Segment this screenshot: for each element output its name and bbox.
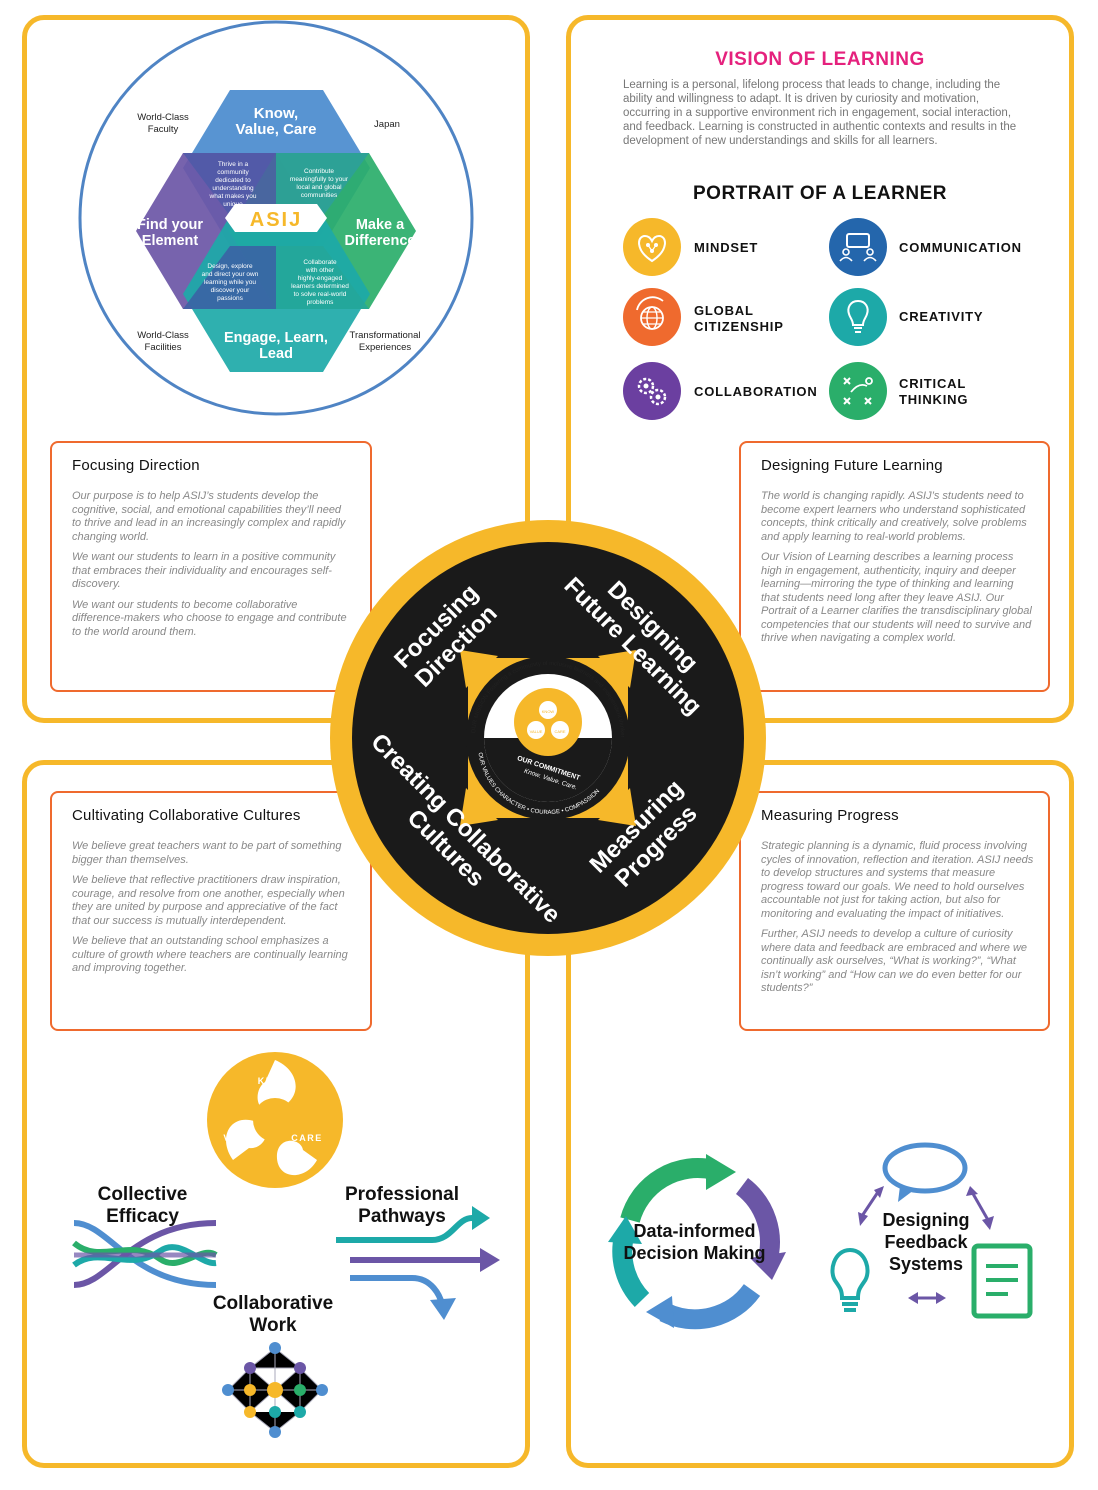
svg-text:World-Class: World-Class <box>137 330 189 341</box>
svg-text:meaningfully to your: meaningfully to your <box>290 176 349 183</box>
svg-text:Thrive in a: Thrive in a <box>218 161 249 168</box>
competency-global-citizenship: GLOBAL CITIZENSHIP <box>694 303 784 334</box>
svg-text:Know,: Know, <box>254 105 298 122</box>
svg-text:Value, Care: Value, Care <box>236 121 317 138</box>
lightbulb-icon <box>829 288 887 346</box>
svg-text:Japan: Japan <box>374 119 400 130</box>
measuring-progress-box: Measuring Progress Strategic planning is… <box>739 791 1050 1031</box>
svg-text:with other: with other <box>305 267 335 274</box>
svg-text:World-Class: World-Class <box>137 112 189 123</box>
svg-text:Faculty: Faculty <box>148 124 179 135</box>
svg-text:learners determined: learners determined <box>291 283 349 290</box>
svg-text:Contribute: Contribute <box>304 168 334 175</box>
svg-text:Engage, Learn,: Engage, Learn, <box>224 330 328 346</box>
svg-text:Find your: Find your <box>137 217 203 233</box>
hex-center-label: ASIJ <box>250 209 302 231</box>
svg-text:community: community <box>217 169 249 176</box>
svg-text:Collaborate: Collaborate <box>303 259 337 266</box>
bl-logo-know: KNOW <box>258 1076 293 1086</box>
competency-communication: COMMUNICATION <box>899 240 1022 255</box>
competency-collaboration: COLLABORATION <box>694 384 818 399</box>
vision-text: Learning is a personal, lifelong process… <box>623 79 1017 147</box>
focusing-direction-title: Focusing Direction <box>72 457 200 474</box>
measuring-p2: Further, ASIJ needs to develop a culture… <box>761 928 1028 994</box>
svg-text:local and global: local and global <box>296 184 342 191</box>
designing-p1: The world is changing rapidly. ASIJ’s st… <box>761 490 1027 543</box>
bl-logo-value: VALUE <box>223 1133 260 1143</box>
cycle-arrows-icon <box>608 1154 786 1330</box>
competency-mindset: MINDSET <box>694 240 759 255</box>
center-logo-value: VALUE <box>530 729 543 734</box>
portrait-title: PORTRAIT OF A LEARNER <box>693 183 947 204</box>
mindset-icon <box>623 218 681 276</box>
svg-text:unique: unique <box>223 201 243 208</box>
svg-text:and direct your own: and direct your own <box>202 271 259 278</box>
svg-text:understanding: understanding <box>212 185 254 192</box>
chat-people-icon <box>829 218 887 276</box>
svg-text:Lead: Lead <box>259 346 293 362</box>
cultivating-p2: We believe that reflective practitioners… <box>72 874 345 927</box>
cultivating-p1: We believe great teachers want to be par… <box>72 840 342 866</box>
svg-text:highly-engaged: highly-engaged <box>298 275 343 282</box>
designing-future-learning-title: Designing Future Learning <box>761 457 943 474</box>
svg-text:discover your: discover your <box>211 287 250 294</box>
measuring-progress-title: Measuring Progress <box>761 807 899 824</box>
braided-strands-icon <box>72 1220 218 1288</box>
measuring-p1: Strategic planning is a dynamic, fluid p… <box>761 840 1034 920</box>
collective-efficacy-label: Collective Efficacy <box>97 1184 188 1227</box>
know-value-care-logo: KNOW VALUE CARE <box>207 1052 343 1188</box>
designing-p2: Our Vision of Learning describes a learn… <box>761 551 1032 644</box>
focusing-direction-box: Focusing Direction Our purpose is to hel… <box>50 441 372 692</box>
strategy-play-icon <box>829 362 887 420</box>
central-framework-circle: KNOW VALUE CARE OUR MISSION Fostering a … <box>328 518 766 956</box>
center-logo-know: KNOW <box>542 709 555 714</box>
cultivating-cultures-box: Cultivating Collaborative Cultures We be… <box>50 791 372 1031</box>
svg-text:Facilities: Facilities <box>145 342 182 353</box>
focusing-p2: We want our students to learn in a posit… <box>72 551 336 590</box>
svg-text:passions: passions <box>217 295 243 302</box>
focusing-p1: Our purpose is to help ASIJ’s students d… <box>72 490 346 543</box>
feedback-systems-icon <box>830 1142 1033 1319</box>
asij-hexagon-diagram: ASIJ Know, Value, Care Find your Element… <box>78 20 474 416</box>
competency-creativity: CREATIVITY <box>899 309 984 324</box>
svg-text:learning while you: learning while you <box>204 279 256 286</box>
professional-pathways-label: Professional Pathways <box>344 1184 460 1227</box>
svg-text:Design, explore: Design, explore <box>207 263 253 270</box>
svg-text:communities: communities <box>301 192 338 199</box>
gears-icon <box>623 362 681 420</box>
svg-text:Experiences: Experiences <box>359 342 412 353</box>
svg-text:problems: problems <box>307 299 334 306</box>
svg-text:dedicated to: dedicated to <box>215 177 251 184</box>
svg-text:Element: Element <box>142 233 199 249</box>
network-nodes-icon <box>222 1342 328 1438</box>
cultivating-cultures-title: Cultivating Collaborative Cultures <box>72 807 301 824</box>
svg-text:Make a: Make a <box>356 217 405 233</box>
svg-text:Transformational: Transformational <box>350 330 421 341</box>
designing-future-learning-box: Designing Future Learning The world is c… <box>739 441 1050 692</box>
collaborative-work-label: Collaborative Work <box>212 1293 334 1336</box>
svg-text:what makes you: what makes you <box>209 193 257 200</box>
svg-text:to solve real-world: to solve real-world <box>294 291 347 298</box>
center-logo-care: CARE <box>554 729 565 734</box>
bl-logo-care: CARE <box>291 1133 323 1143</box>
vision-title: VISION OF LEARNING <box>715 49 925 70</box>
cultivating-p3: We believe that an outstanding school em… <box>72 935 348 974</box>
competency-critical-thinking: CRITICAL THINKING <box>899 376 969 407</box>
svg-text:Difference: Difference <box>345 233 416 249</box>
pathways-arrows-icon <box>336 1206 500 1320</box>
data-informed-label: Data-informed Decision Making <box>623 1221 766 1263</box>
globe-arrows-icon <box>623 288 681 346</box>
focusing-p3: We want our students to become collabora… <box>72 598 347 638</box>
designing-feedback-label: Designing Feedback Systems <box>882 1210 970 1274</box>
